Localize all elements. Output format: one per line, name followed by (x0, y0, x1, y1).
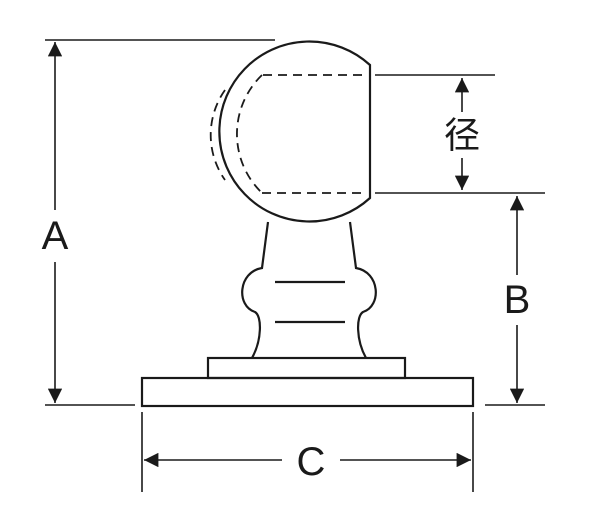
ball-outline (218, 40, 372, 223)
dimension-label-b: B (504, 278, 531, 322)
ball-bore-hidden-line (236, 74, 362, 194)
dimension-a: A (42, 39, 275, 406)
dimension-diameter: 径 (375, 74, 545, 194)
base-plate (140, 376, 475, 408)
dimension-b: B (485, 196, 545, 406)
neck-left-profile (241, 221, 270, 359)
dimension-label-c: C (297, 440, 326, 484)
dimension-label-a: A (42, 214, 69, 258)
dimension-label-diameter: 径 (444, 116, 480, 157)
ball-inner-hidden-line (209, 89, 226, 181)
upper-base-plate (206, 356, 407, 380)
dimension-c: C (141, 412, 474, 492)
ball-head (209, 40, 372, 223)
neck (241, 221, 377, 359)
neck-right-profile (348, 221, 377, 359)
